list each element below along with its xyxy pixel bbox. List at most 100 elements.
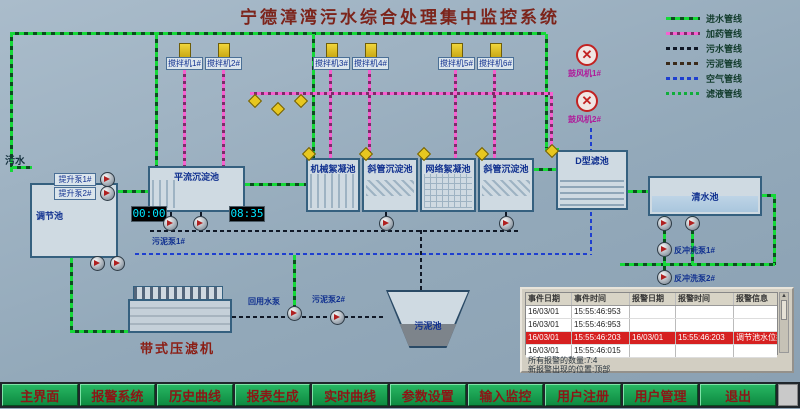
pipe-segment: [691, 216, 694, 265]
mixer-motor-icon[interactable]: [365, 43, 377, 58]
menu-button-input-monitor[interactable]: 输入监控: [467, 384, 544, 406]
mixer-motor-icon[interactable]: [490, 43, 502, 58]
legend-item: 污水管线: [666, 41, 742, 56]
backwash-pump-1-icon[interactable]: [657, 242, 672, 257]
menu-button-user-register[interactable]: 用户注册: [545, 384, 621, 406]
lift-pump-2-label[interactable]: 提升泵2#: [54, 187, 96, 200]
mixer-motor-icon[interactable]: [179, 43, 191, 58]
mixer-4[interactable]: 搅拌机4#: [352, 57, 389, 70]
alarm-cell: [676, 319, 734, 331]
menu-button-report-generate[interactable]: 报表生成: [234, 384, 311, 406]
sewage-inlet-label: 污水: [5, 156, 25, 167]
sludge-pump-icon[interactable]: [499, 216, 514, 231]
pipe-segment: [135, 253, 590, 255]
blower-2-fan-icon[interactable]: ✕: [576, 90, 598, 112]
tank-grid-flocculation: 网络絮凝池: [420, 158, 476, 212]
corner-button[interactable]: [777, 384, 798, 406]
dosing-valve-icon[interactable]: [247, 93, 263, 109]
sewage-line-icon: [666, 47, 700, 50]
pipe-segment: [329, 70, 332, 158]
sludge-pump-1-icon[interactable]: [163, 216, 178, 231]
dosing-valve-icon[interactable]: [293, 93, 309, 109]
mixer-1[interactable]: 搅拌机1#: [166, 57, 203, 70]
menu-button-realtime-curve[interactable]: 实时曲线: [312, 384, 388, 406]
tank-inclined-tube-sedimentation-1: 斜管沉淀池: [362, 158, 418, 212]
menu-button-user-manage[interactable]: 用户管理: [622, 384, 699, 406]
alarm-cell: 15:55:46:953: [572, 319, 630, 331]
tank-mechanical-flocculation: 机械絮凝池: [306, 158, 360, 212]
alarm-cell: [630, 345, 676, 357]
clear-water-pump-icon[interactable]: [657, 216, 672, 231]
regulating-tank-pump-icon[interactable]: [90, 256, 105, 271]
pipe-segment: [293, 255, 296, 312]
legend-item: 污泥管线: [666, 56, 742, 71]
menu-button-history-curve[interactable]: 历史曲线: [157, 384, 233, 406]
reuse-pump-icon[interactable]: [287, 306, 302, 321]
tank-pattern: [424, 174, 472, 208]
mixer-2[interactable]: 搅拌机2#: [205, 57, 242, 70]
tank-pattern: [310, 174, 356, 208]
alarm-cell: [630, 319, 676, 331]
pipe-segment: [183, 70, 186, 166]
pipe-segment: [493, 70, 496, 158]
backwash-pump-2-icon[interactable]: [657, 270, 672, 285]
blower-1-label: 鼓风机1#: [568, 69, 601, 78]
pipe-segment: [773, 194, 776, 265]
alarm-scrollbar[interactable]: ▲: [779, 292, 789, 353]
alarm-cell: 15:55:46:015: [572, 345, 630, 357]
sludge-line-icon: [666, 62, 700, 65]
scrollbar-thumb[interactable]: [781, 300, 787, 320]
alarm-cell: 16/03/01: [526, 319, 572, 331]
mixer-6[interactable]: 搅拌机6#: [477, 57, 514, 70]
dosing-valve-icon[interactable]: [270, 101, 286, 117]
lift-pump-1-label[interactable]: 提升泵1#: [54, 173, 96, 186]
sludge-pump-2-icon[interactable]: [330, 310, 345, 325]
pipe-segment: [250, 92, 550, 95]
blower-1-fan-icon[interactable]: ✕: [576, 44, 598, 66]
mixer-motor-icon[interactable]: [451, 43, 463, 58]
mixer-3[interactable]: 搅拌机3#: [313, 57, 350, 70]
menu-button-parameter-settings[interactable]: 参数设置: [389, 384, 466, 406]
alarm-cell: 15:55:46:953: [572, 306, 630, 318]
reuse-pump-label: 回用水泵: [248, 297, 280, 306]
lift-pump-1-icon[interactable]: [100, 172, 115, 187]
alarm-cell: [734, 306, 777, 318]
sludge-fill: [388, 324, 468, 346]
pipe-segment: [10, 32, 546, 35]
regulating-tank-pump-icon[interactable]: [110, 256, 125, 271]
menu-button-alarm-system[interactable]: 报警系统: [79, 384, 156, 406]
tank-pattern: [560, 178, 624, 206]
pipe-segment: [620, 263, 775, 266]
legend-item: 滤液管线: [666, 86, 742, 101]
mixer-motor-icon[interactable]: [326, 43, 338, 58]
countdown-timer-2: 08:35: [229, 206, 265, 222]
pipe-segment: [12, 166, 32, 169]
menu-button-exit[interactable]: 退出: [700, 384, 776, 406]
lift-pump-2-icon[interactable]: [100, 186, 115, 201]
clear-water-pump-icon[interactable]: [685, 216, 700, 231]
page-title: 宁德漳湾污水综合处理集中监控系统: [240, 8, 560, 27]
pipe-segment: [550, 92, 553, 148]
mixer-motor-icon[interactable]: [218, 43, 230, 58]
pipe-segment: [534, 168, 558, 171]
belt-press-label: 带式压滤机: [140, 341, 216, 356]
sludge-pump-icon[interactable]: [379, 216, 394, 231]
mixer-5[interactable]: 搅拌机5#: [438, 57, 475, 70]
pipe-segment: [10, 32, 13, 172]
alarm-cell: 16/03/01: [630, 332, 676, 344]
alarm-footer-position: 新报警出现的位置:顶部: [528, 365, 611, 374]
menu-button-main-screen[interactable]: 主界面: [2, 384, 78, 406]
alarm-table-header: 事件日期 事件时间 报警日期 报警时间 报警信息: [526, 293, 777, 306]
alarm-cell: 调节池水位报警: [736, 333, 777, 342]
sludge-pump-icon[interactable]: [193, 216, 208, 231]
pipe-segment: [762, 194, 775, 197]
tank-clear-water: 清水池: [648, 176, 762, 216]
alarm-cell: 15:55:46:203: [676, 332, 734, 344]
